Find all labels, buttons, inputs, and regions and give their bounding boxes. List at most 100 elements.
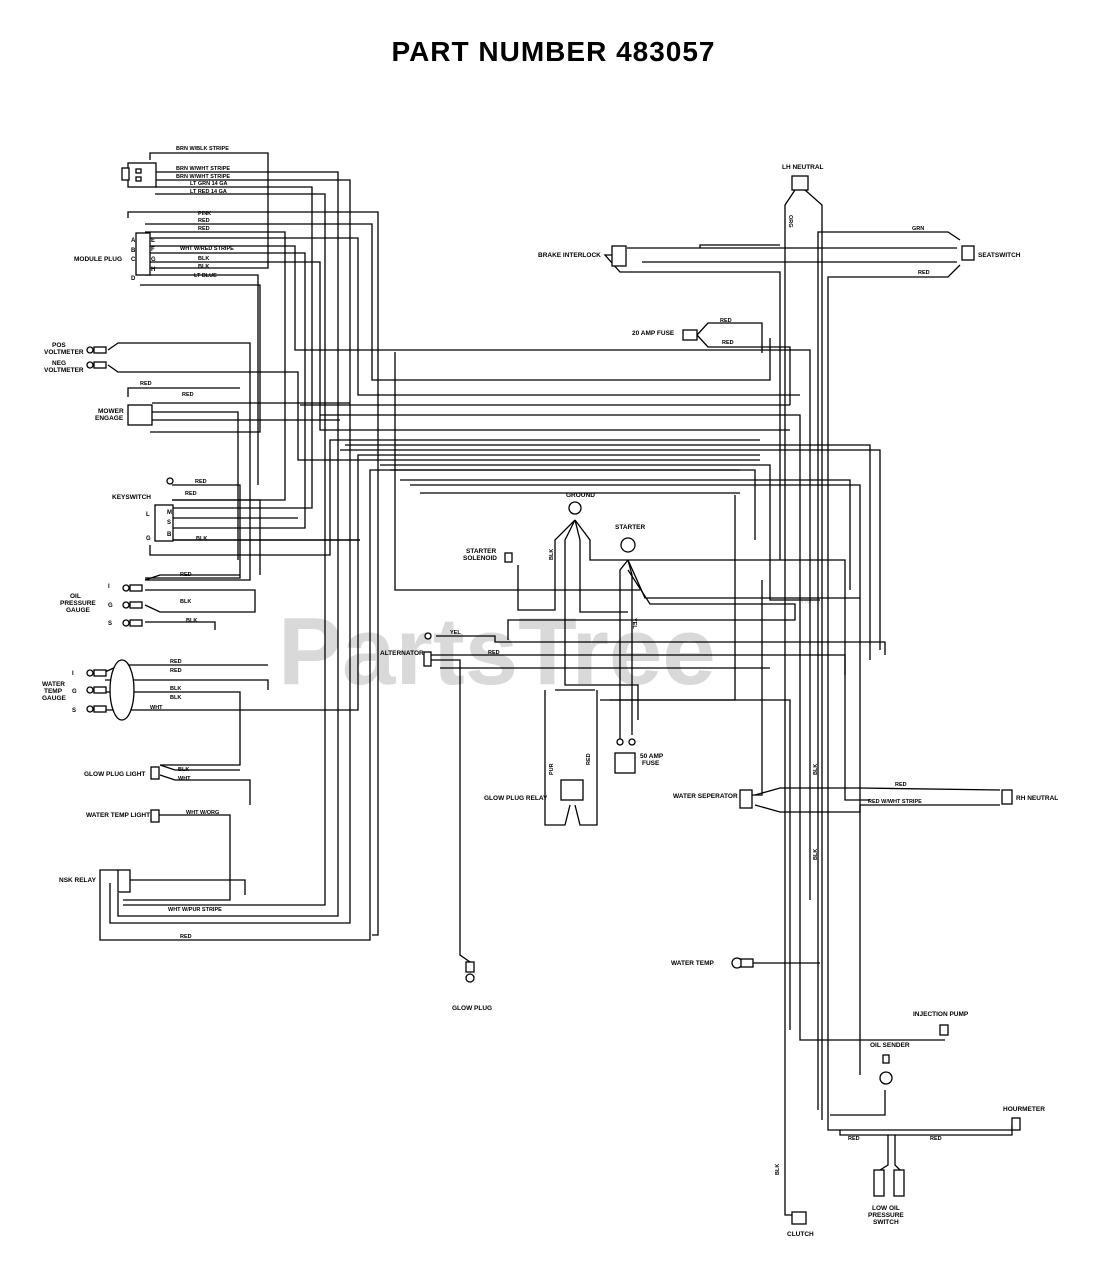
svg-text:G: G — [151, 257, 156, 263]
svg-text:D: D — [131, 276, 136, 282]
rh-neutral: RH NEUTRAL — [1001, 789, 1058, 805]
top-connector — [121, 162, 157, 188]
svg-text:G: G — [72, 689, 77, 695]
svg-text:S: S — [72, 708, 76, 714]
module-plug-label: MODULE PLUG — [74, 256, 122, 263]
svg-text:BLK: BLK — [180, 599, 191, 605]
svg-text:BLK: BLK — [198, 256, 209, 262]
wire-labels: BRN W/BLK STRIPE BRN W/WHT STRIPE BRN W/… — [140, 146, 942, 1175]
svg-text:20 AMP FUSE: 20 AMP FUSE — [632, 330, 675, 337]
svg-text:YEL: YEL — [450, 630, 461, 636]
svg-text:RED: RED — [170, 659, 182, 665]
page-title: PART NUMBER 483057 — [391, 36, 716, 67]
svg-text:B: B — [167, 532, 172, 538]
svg-text:LT GRN 14 GA: LT GRN 14 GA — [190, 181, 228, 187]
svg-text:RED: RED — [198, 226, 210, 232]
svg-text:VOLTMETER: VOLTMETER — [44, 367, 84, 374]
svg-text:WHT W/ORG: WHT W/ORG — [186, 810, 219, 816]
mower-engage: MOWER ENGAGE — [95, 404, 153, 426]
svg-text:LOW OIL: LOW OIL — [872, 1205, 900, 1212]
svg-text:TEMP: TEMP — [44, 688, 63, 695]
svg-text:LH NEUTRAL: LH NEUTRAL — [782, 164, 824, 171]
svg-text:GROUND: GROUND — [566, 492, 595, 499]
svg-text:RED: RED — [930, 1136, 942, 1142]
svg-text:RED: RED — [180, 572, 192, 578]
svg-text:RED: RED — [895, 782, 907, 788]
svg-text:WATER TEMP LIGHT: WATER TEMP LIGHT — [86, 812, 150, 819]
injection-pump: INJECTION PUMP — [913, 1011, 969, 1036]
svg-text:GLOW PLUG RELAY: GLOW PLUG RELAY — [484, 795, 548, 802]
ground: GROUND — [566, 492, 595, 515]
svg-text:E: E — [151, 238, 155, 244]
svg-text:PUR: PUR — [549, 763, 555, 775]
svg-text:BLK: BLK — [813, 849, 819, 860]
hourmeter: HOURMETER — [1003, 1106, 1045, 1131]
starter-solenoid: STARTER SOLENOID — [463, 548, 513, 563]
svg-text:PRESSURE: PRESSURE — [868, 1212, 904, 1219]
water-separator: WATER SEPERATOR — [673, 789, 753, 809]
neg-voltmeter: NEG VOLTMETER — [44, 360, 107, 374]
svg-text:BRAKE INTERLOCK: BRAKE INTERLOCK — [538, 252, 601, 259]
svg-text:BLK: BLK — [196, 536, 207, 542]
svg-text:F: F — [151, 247, 155, 253]
svg-text:BRN W/WHT STRIPE: BRN W/WHT STRIPE — [176, 166, 230, 172]
svg-text:NEG: NEG — [52, 360, 66, 367]
svg-text:RED W/WHT STRIPE: RED W/WHT STRIPE — [868, 799, 922, 805]
svg-text:RED: RED — [195, 479, 207, 485]
svg-text:GLOW PLUG LIGHT: GLOW PLUG LIGHT — [84, 771, 145, 778]
svg-text:RED: RED — [140, 381, 152, 387]
svg-text:RED: RED — [198, 218, 210, 224]
svg-text:BLK: BLK — [775, 1164, 781, 1175]
svg-text:I: I — [108, 584, 110, 590]
svg-text:FUSE: FUSE — [642, 760, 660, 767]
svg-text:S: S — [108, 621, 112, 627]
svg-text:WHT: WHT — [178, 776, 191, 782]
svg-text:MOWER: MOWER — [98, 408, 124, 415]
nsk-relay: NSK RELAY — [59, 869, 131, 893]
svg-text:BLK: BLK — [813, 764, 819, 775]
water-temp-sender: WATER TEMP — [671, 957, 754, 969]
svg-text:LT RED 14 GA: LT RED 14 GA — [190, 189, 227, 195]
watermark-tm: TM — [800, 597, 812, 606]
wires-right-harness — [300, 189, 1013, 1216]
clutch: CLUTCH — [787, 1211, 814, 1238]
svg-text:ENGAGE: ENGAGE — [95, 415, 124, 422]
svg-text:RED: RED — [848, 1136, 860, 1142]
watermark: PartsTree TM — [278, 597, 812, 705]
svg-text:H: H — [151, 267, 155, 273]
svg-text:BLK: BLK — [186, 618, 197, 624]
svg-text:WATER: WATER — [42, 681, 65, 688]
svg-text:ORG: ORG — [787, 215, 793, 228]
keyswitch: KEYSWITCH L M S G B — [112, 477, 174, 542]
water-temp-light: WATER TEMP LIGHT — [86, 809, 160, 823]
oil-pressure-gauge: I G S OIL PRESSURE GAUGE — [60, 584, 143, 627]
fuse-50-amp: 50 AMP FUSE — [614, 738, 664, 774]
svg-text:RED: RED — [170, 668, 182, 674]
alternator: ALTERNATOR — [380, 632, 432, 667]
svg-text:BRN W/BLK STRIPE: BRN W/BLK STRIPE — [176, 146, 229, 152]
pos-voltmeter: POS VOLTMETER — [44, 342, 107, 356]
svg-text:WHT: WHT — [150, 705, 163, 711]
seatswitch: SEATSWITCH — [961, 245, 1021, 261]
svg-text:SOLENOID: SOLENOID — [463, 555, 497, 562]
svg-text:GRN: GRN — [912, 226, 924, 232]
water-temp-gauge: I G S WATER TEMP GAUGE — [42, 659, 135, 721]
svg-text:G: G — [146, 536, 151, 542]
glow-plug-light: GLOW PLUG LIGHT — [84, 766, 160, 780]
svg-text:OIL: OIL — [70, 593, 81, 600]
svg-text:STARTER: STARTER — [615, 524, 646, 531]
svg-text:A: A — [131, 238, 136, 244]
svg-text:LT BLUE: LT BLUE — [194, 273, 217, 279]
svg-text:SWITCH: SWITCH — [873, 1219, 899, 1226]
svg-text:BLK: BLK — [198, 264, 209, 270]
svg-text:VOLTMETER: VOLTMETER — [44, 349, 84, 356]
svg-text:CLUTCH: CLUTCH — [787, 1231, 814, 1238]
svg-text:POS: POS — [52, 342, 66, 349]
svg-text:RED: RED — [586, 753, 592, 765]
low-oil-pressure-switch: LOW OIL PRESSURE SWITCH — [868, 1169, 905, 1226]
svg-text:RED: RED — [720, 318, 732, 324]
svg-text:WHT W/RED STRIPE: WHT W/RED STRIPE — [180, 246, 234, 252]
svg-text:WHT W/PUR STRIPE: WHT W/PUR STRIPE — [168, 907, 222, 913]
svg-text:RED: RED — [182, 392, 194, 398]
